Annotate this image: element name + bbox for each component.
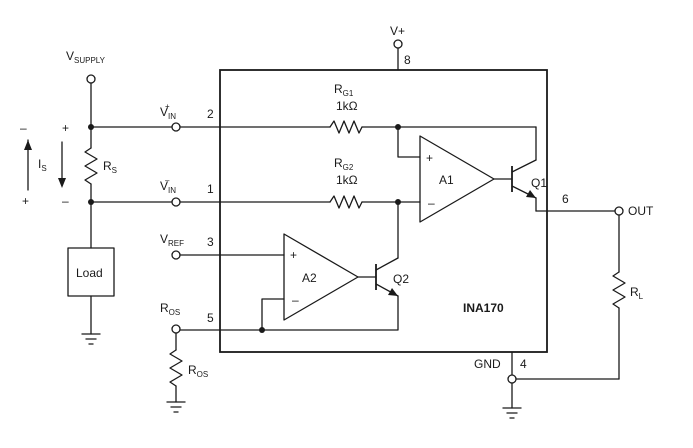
ros-resistor-label: ROS bbox=[188, 363, 208, 379]
a2-plus: + bbox=[290, 248, 297, 262]
rg1-label: RG1 bbox=[334, 82, 354, 98]
ros-resistor bbox=[169, 349, 183, 387]
vin-plus-pin-number: 2 bbox=[207, 107, 214, 121]
vin-minus-line: VIN– 1 bbox=[90, 176, 331, 207]
vplus-pin: V+ 8 bbox=[390, 24, 411, 71]
a2-minus: – bbox=[292, 293, 299, 307]
q2-label: Q2 bbox=[393, 272, 409, 286]
is-label: IS bbox=[38, 157, 47, 173]
vin-minus-pin-number: 1 bbox=[207, 182, 214, 196]
q1-label: Q1 bbox=[531, 176, 547, 190]
ros-pin-number: 5 bbox=[207, 311, 214, 325]
rg2-resistor bbox=[329, 195, 363, 209]
opamp-a1: + – A1 bbox=[419, 135, 495, 223]
gnd-pin-number: 4 bbox=[520, 357, 527, 371]
gnd-label: GND bbox=[474, 357, 501, 371]
rg1-resistor bbox=[329, 120, 363, 134]
load-label: Load bbox=[76, 266, 103, 280]
vplus-pin-number: 8 bbox=[404, 53, 411, 67]
current-annotation: – + IS bbox=[20, 121, 66, 208]
out-line: 6 OUT bbox=[535, 192, 654, 218]
rg2-value: 1kΩ bbox=[336, 173, 358, 187]
load-box: Load bbox=[67, 247, 115, 345]
vref-pin-number: 3 bbox=[207, 235, 214, 249]
a2-label: A2 bbox=[302, 271, 317, 285]
transistor-q1: Q1 bbox=[511, 126, 547, 212]
rs-plus-sign: + bbox=[62, 121, 69, 135]
rl-resistor bbox=[612, 271, 626, 309]
gnd-pin: GND 4 bbox=[474, 351, 527, 419]
vin-minus-label: VIN– bbox=[160, 176, 176, 195]
vin-plus-label: VIN+ bbox=[160, 102, 176, 121]
out-pin-number: 6 bbox=[562, 192, 569, 206]
rs-minus-sign: – bbox=[62, 194, 69, 208]
is-bottom-plus: + bbox=[22, 194, 29, 208]
a1-plus: + bbox=[426, 151, 433, 165]
vref-label: VREF bbox=[160, 232, 184, 248]
rg1-value: 1kΩ bbox=[336, 99, 358, 113]
a1-label: A1 bbox=[439, 173, 454, 187]
ros-pin-label: ROS bbox=[160, 301, 180, 317]
vref-line: VREF 3 bbox=[160, 232, 285, 260]
rs-label: RS bbox=[103, 159, 117, 175]
rg2-label: RG2 bbox=[334, 156, 354, 172]
transistor-q2: Q2 bbox=[261, 201, 409, 331]
ros-line: ROS 5 ROS bbox=[160, 301, 265, 413]
vplus-label: V+ bbox=[390, 24, 405, 38]
supply-branch: VSUPPLY RS + – bbox=[62, 49, 117, 249]
chip-name: INA170 bbox=[463, 301, 504, 315]
is-top-minus: – bbox=[20, 121, 27, 135]
a1-minus: – bbox=[428, 196, 435, 210]
vsupply-label: VSUPPLY bbox=[66, 49, 106, 65]
out-label: OUT bbox=[628, 204, 654, 218]
vin-plus-line: VIN+ 2 bbox=[90, 102, 331, 132]
opamp-a2: + – A2 bbox=[283, 233, 359, 321]
rs-resistor bbox=[84, 147, 98, 185]
rl-label: RL bbox=[630, 285, 644, 301]
